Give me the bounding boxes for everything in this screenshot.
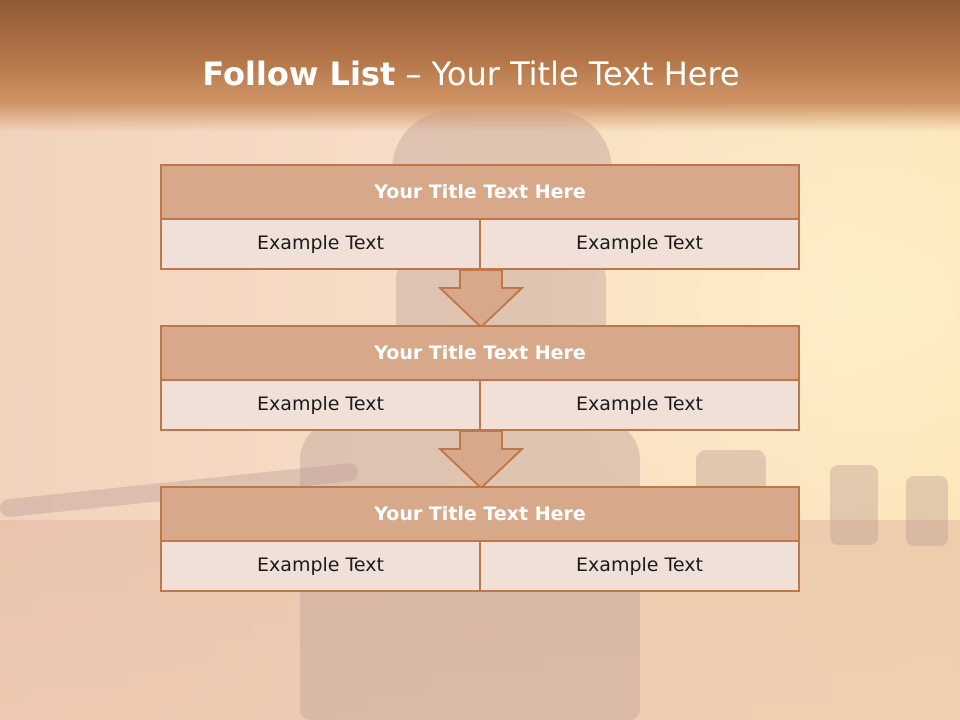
slide-title: Follow List – Your Title Text Here bbox=[0, 52, 942, 96]
slide-title-rest: – Your Title Text Here bbox=[395, 55, 740, 93]
background-post bbox=[906, 476, 948, 546]
block-title: Your Title Text Here bbox=[160, 325, 800, 381]
background-post bbox=[830, 465, 878, 545]
block-title: Your Title Text Here bbox=[160, 486, 800, 542]
header-band bbox=[0, 0, 960, 132]
block-title: Your Title Text Here bbox=[160, 164, 800, 220]
block-cell-left: Example Text bbox=[257, 232, 384, 254]
block-cell-right: Example Text bbox=[479, 220, 798, 268]
block-cell-right: Example Text bbox=[479, 381, 798, 429]
follow-block-1: Your Title Text Here Example Text Exampl… bbox=[160, 164, 800, 270]
block-cell-left: Example Text bbox=[257, 554, 384, 576]
block-row: Example Text Example Text bbox=[160, 381, 800, 431]
follow-block-3: Your Title Text Here Example Text Exampl… bbox=[160, 486, 800, 592]
slide-title-bold: Follow List bbox=[202, 55, 396, 93]
block-row: Example Text Example Text bbox=[160, 542, 800, 592]
down-arrow-icon bbox=[438, 431, 524, 489]
block-row: Example Text Example Text bbox=[160, 220, 800, 270]
block-cell-left: Example Text bbox=[257, 393, 384, 415]
follow-block-2: Your Title Text Here Example Text Exampl… bbox=[160, 325, 800, 431]
down-arrow-icon bbox=[438, 270, 524, 328]
block-cell-right: Example Text bbox=[479, 542, 798, 590]
